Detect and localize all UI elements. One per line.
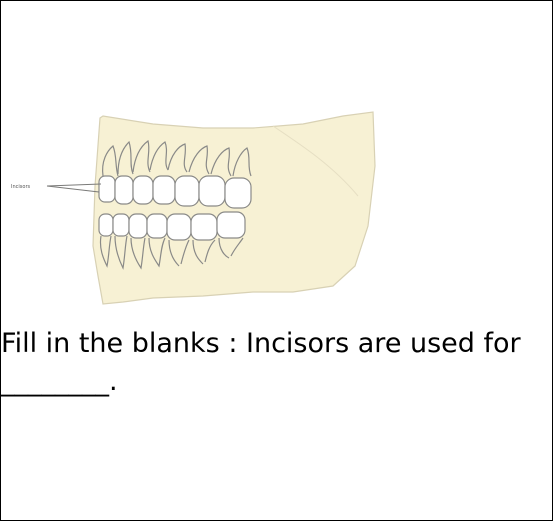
question-text: Fill in the blanks : Incisors are used f… [1,325,549,401]
incisors-label: Incisors [11,184,31,190]
question-suffix: . [109,366,118,397]
jaw-illustration: Incisors [3,106,383,316]
question-prefix: Fill in the blanks : Incisors are used f… [1,328,521,359]
answer-blank: ________ [1,366,109,397]
jaw-diagram: Incisors [3,106,383,316]
incisors-leader-lines [47,184,101,192]
lower-teeth [99,212,245,240]
